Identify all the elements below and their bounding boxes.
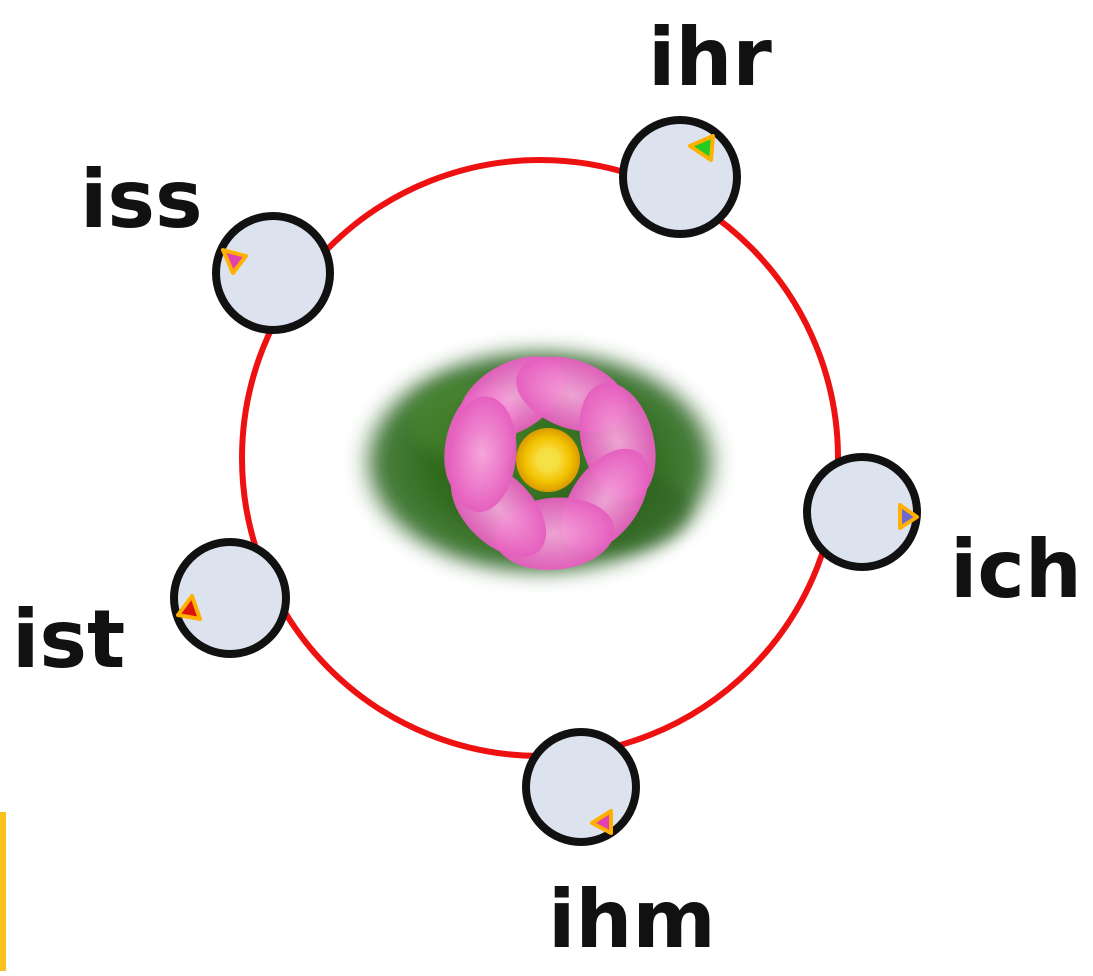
triangle-marker-lower-left bbox=[176, 594, 202, 621]
label-lower-left-word: ist bbox=[12, 593, 126, 686]
triangle-marker-top bbox=[688, 134, 715, 162]
label-bottom-word: ihm bbox=[548, 873, 716, 966]
triangle-marker-right bbox=[898, 503, 919, 530]
node-bottom bbox=[522, 728, 640, 846]
label-top-word: ihr bbox=[648, 11, 772, 104]
triangle-marker-bottom bbox=[590, 809, 613, 835]
node-upper-left bbox=[212, 212, 334, 334]
flower-image bbox=[348, 338, 732, 586]
left-edge-accent bbox=[0, 812, 6, 971]
label-upper-left-word: iss bbox=[80, 153, 203, 246]
triangle-marker-upper-left bbox=[221, 248, 248, 275]
label-right-word: ich bbox=[950, 523, 1082, 616]
node-lower-left bbox=[170, 538, 290, 658]
node-right bbox=[803, 453, 921, 571]
node-top bbox=[619, 116, 741, 238]
